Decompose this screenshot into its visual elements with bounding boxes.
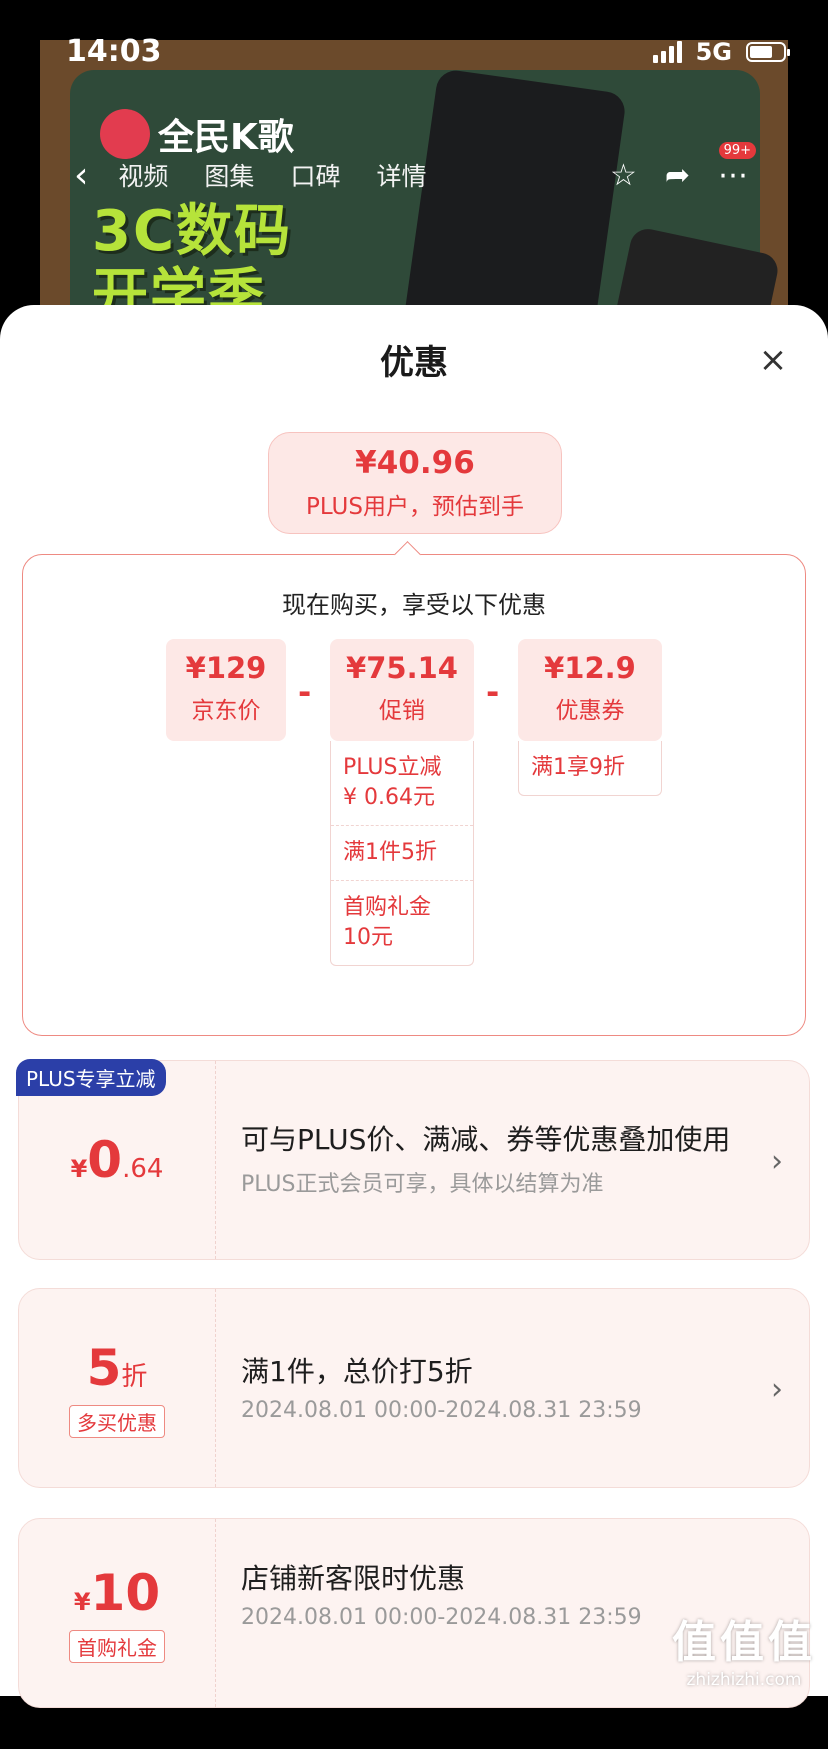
tab-video[interactable]: 视频 (118, 162, 169, 191)
offer-body: 可与PLUS价、满减、券等优惠叠加使用 PLUS正式会员可享，具体以结算为准 (241, 1061, 739, 1259)
offer-subtitle: PLUS正式会员可享，具体以结算为准 (241, 1172, 604, 1197)
offer-title: 店铺新客限时优惠 (241, 1562, 466, 1595)
promo-detail-list: PLUS立减 ¥ 0.64元 满1件5折 首购礼金 10元 (330, 741, 474, 966)
network-type: 5G (695, 38, 732, 66)
watermark-url: zhizhizhi.com (686, 1670, 802, 1690)
coupon-detail: 满1享9折 (531, 755, 625, 780)
jd-price-label: 京东价 (191, 698, 261, 724)
status-bar: 14:03 5G (0, 0, 828, 100)
estimated-price-bubble: ¥40.96 PLUS用户，预估到手 (268, 432, 562, 534)
offer-card-first-purchase[interactable]: ¥ 10 首购礼金 店铺新客限时优惠 2024.08.01 00:00-2024… (18, 1518, 810, 1708)
offer-amount-panel: ¥ 10 首购礼金 (19, 1519, 216, 1707)
offer-amount: ¥ 0 .64 (70, 1131, 164, 1189)
price-card-coupon: ¥12.9 优惠券 (518, 639, 662, 741)
minus-sign: - (298, 673, 312, 711)
star-icon[interactable]: ☆ (609, 157, 637, 193)
close-icon[interactable]: × (758, 340, 788, 380)
brand-logo: 全民K歌 (100, 108, 294, 160)
offer-title: 满1件，总价打5折 (241, 1354, 473, 1388)
estimated-price-caption: PLUS用户，预估到手 (306, 494, 524, 520)
status-time: 14:03 (66, 34, 162, 69)
promo-detail-discount: 满1件5折 (331, 826, 473, 881)
promo-label: 促销 (379, 698, 425, 724)
brand-name: 全民K歌 (158, 117, 294, 158)
offer-card-discount[interactable]: 5 折 多买优惠 满1件，总价打5折 2024.08.01 00:00-2024… (18, 1288, 810, 1488)
more-icon[interactable]: ⋯ 99+ (718, 141, 756, 193)
offer-validity: 2024.08.01 00:00-2024.08.31 23:59 (241, 1605, 642, 1630)
minus-sign: - (486, 673, 500, 711)
battery-icon (746, 42, 790, 62)
notification-badge: 99+ (718, 141, 756, 159)
status-indicators: 5G (652, 38, 790, 66)
coupon-label: 优惠券 (555, 698, 625, 724)
chevron-right-icon[interactable]: › (771, 1372, 783, 1407)
coupon-detail-list: 满1享9折 (518, 741, 662, 796)
product-nav-bar: ‹ 视频 图集 口碑 详情 ☆ ➦ ⋯ 99+ (40, 141, 788, 200)
back-icon[interactable]: ‹ (74, 154, 89, 196)
price-card-promo: ¥75.14 促销 (330, 639, 474, 741)
signal-icon (652, 41, 682, 63)
offer-body: 店铺新客限时优惠 2024.08.01 00:00-2024.08.31 23:… (241, 1519, 739, 1749)
offer-amount-panel: 5 折 多买优惠 (19, 1289, 216, 1487)
promo-detail-gift: 首购礼金 10元 (343, 895, 432, 950)
coupon-amount: ¥12.9 (544, 651, 636, 685)
tab-details[interactable]: 详情 (376, 162, 427, 191)
brand-logo-mark (100, 109, 150, 159)
breakdown-title: 现在购买，享受以下优惠 (282, 591, 546, 619)
nav-actions: ☆ ➦ ⋯ 99+ (609, 141, 756, 193)
promo-detail-plus: PLUS立减 ¥ 0.64元 (331, 741, 473, 826)
jd-price: ¥129 (185, 651, 267, 685)
offer-amount: 5 折 (86, 1338, 148, 1397)
offer-title: 可与PLUS价、满减、券等优惠叠加使用 (241, 1123, 731, 1156)
product-page-background (40, 40, 788, 340)
chevron-right-icon[interactable]: › (771, 1144, 783, 1179)
offer-tag: 首购礼金 (69, 1629, 165, 1663)
promo-line-1: 3C数码 (92, 199, 293, 264)
tab-reviews[interactable]: 口碑 (290, 162, 341, 191)
tab-gallery[interactable]: 图集 (204, 162, 255, 191)
sheet-title: 优惠 (380, 343, 448, 383)
share-icon[interactable]: ➦ (664, 157, 690, 193)
promo-amount: ¥75.14 (346, 651, 458, 685)
watermark: 值值值 zhizhizhi.com (672, 1606, 816, 1690)
estimated-price: ¥40.96 (355, 445, 475, 481)
offer-validity: 2024.08.01 00:00-2024.08.31 23:59 (241, 1397, 642, 1423)
product-image (402, 68, 628, 340)
offer-amount: ¥ 10 (73, 1563, 161, 1622)
watermark-mark: 值值值 (672, 1617, 816, 1668)
offer-amount-panel: ¥ 0 .64 (19, 1061, 216, 1259)
plus-exclusive-badge: PLUS专享立减 (16, 1059, 166, 1096)
offer-body: 满1件，总价打5折 2024.08.01 00:00-2024.08.31 23… (241, 1289, 739, 1487)
offer-tag: 多买优惠 (69, 1404, 165, 1438)
price-card-jd: ¥129 京东价 (166, 639, 286, 741)
promo-text: 3C数码 开学季 (92, 200, 292, 328)
